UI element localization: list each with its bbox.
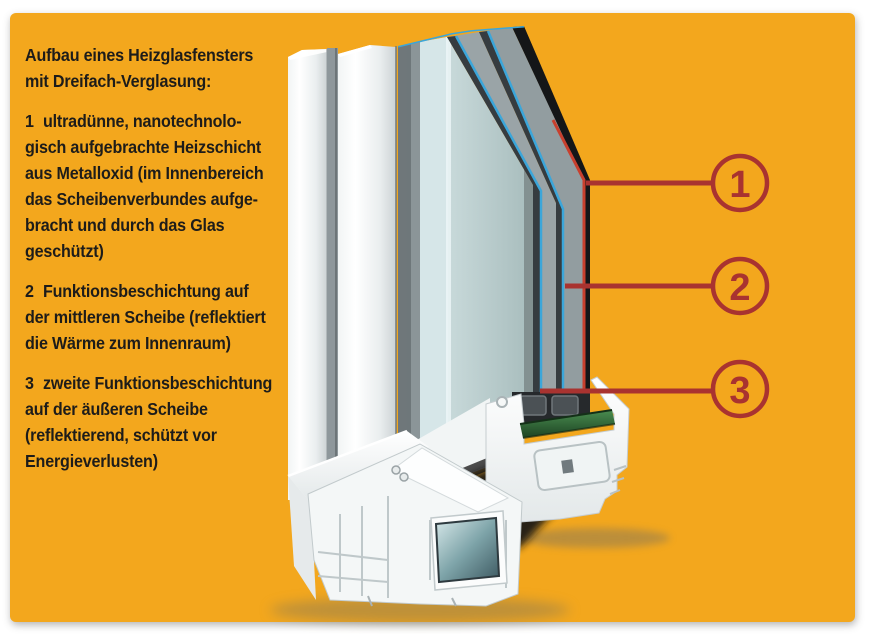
description-heading: Aufbau eines Heizglasfensters mit Dreifa… [25,45,254,91]
item-3-text: zweite Funktionsbeschichtung auf der äuß… [25,373,273,471]
item-2-text: Funktionsbeschichtung auf der mittleren … [25,281,266,353]
item-1-number: 1 [25,111,34,131]
item-2-number: 2 [25,281,34,301]
item-1-text: ultradünne, nanotechnolo- gisch aufgebra… [25,111,264,261]
description-text-block: Aufbau eines Heizglasfensters mit Dreifa… [25,42,301,488]
item-3-number: 3 [25,373,34,393]
